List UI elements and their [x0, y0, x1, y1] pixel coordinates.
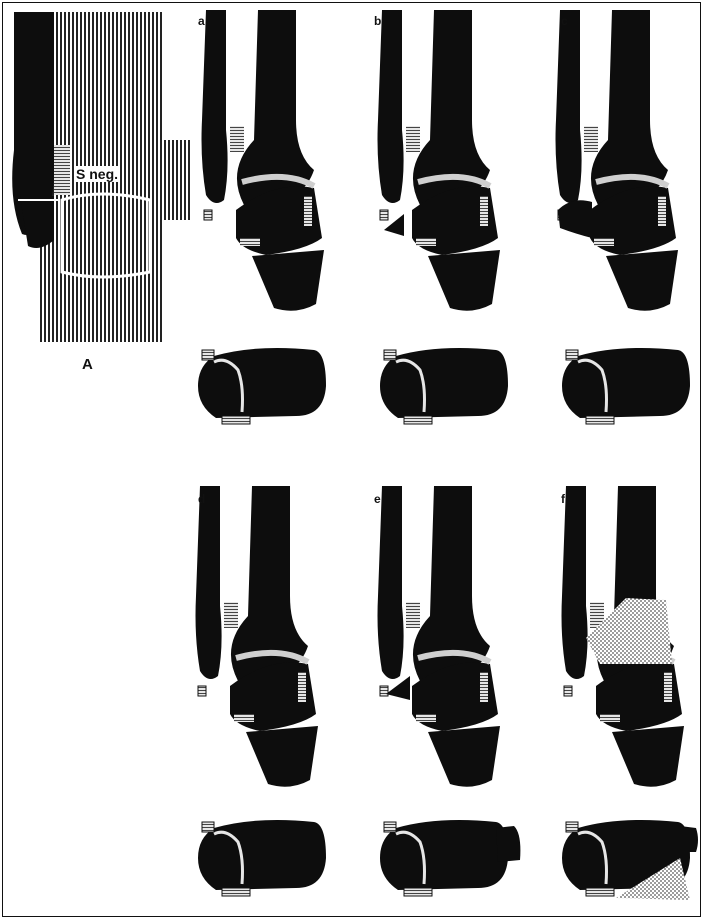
panel-label-b: b [374, 14, 381, 28]
panel-d-talus [198, 820, 326, 896]
panel-label-a: a [198, 14, 205, 28]
panel-c-ankle [556, 10, 679, 311]
panel-f-talus-fragment [680, 826, 698, 852]
panel-c-talus [562, 348, 690, 424]
s-neg-label: S neg. [74, 166, 120, 182]
panel-b-talus [380, 348, 508, 424]
panel-label-c: c [561, 14, 568, 28]
panel-A-label: A [82, 356, 93, 373]
panel-label-f: f [561, 492, 565, 506]
panel-label-d: d [198, 492, 205, 506]
panel-c-fragment [558, 200, 592, 238]
panel-label-e: e [374, 492, 381, 506]
panel-e-fragment [386, 676, 410, 700]
panel-a-talus [198, 348, 326, 424]
panel-e-talus-fragment [496, 826, 520, 862]
panel-d-ankle [196, 486, 319, 787]
panel-e-talus [380, 820, 508, 896]
panel-b-ankle [378, 10, 501, 311]
panel-e-ankle [378, 486, 501, 787]
panel-a-ankle [202, 10, 325, 311]
